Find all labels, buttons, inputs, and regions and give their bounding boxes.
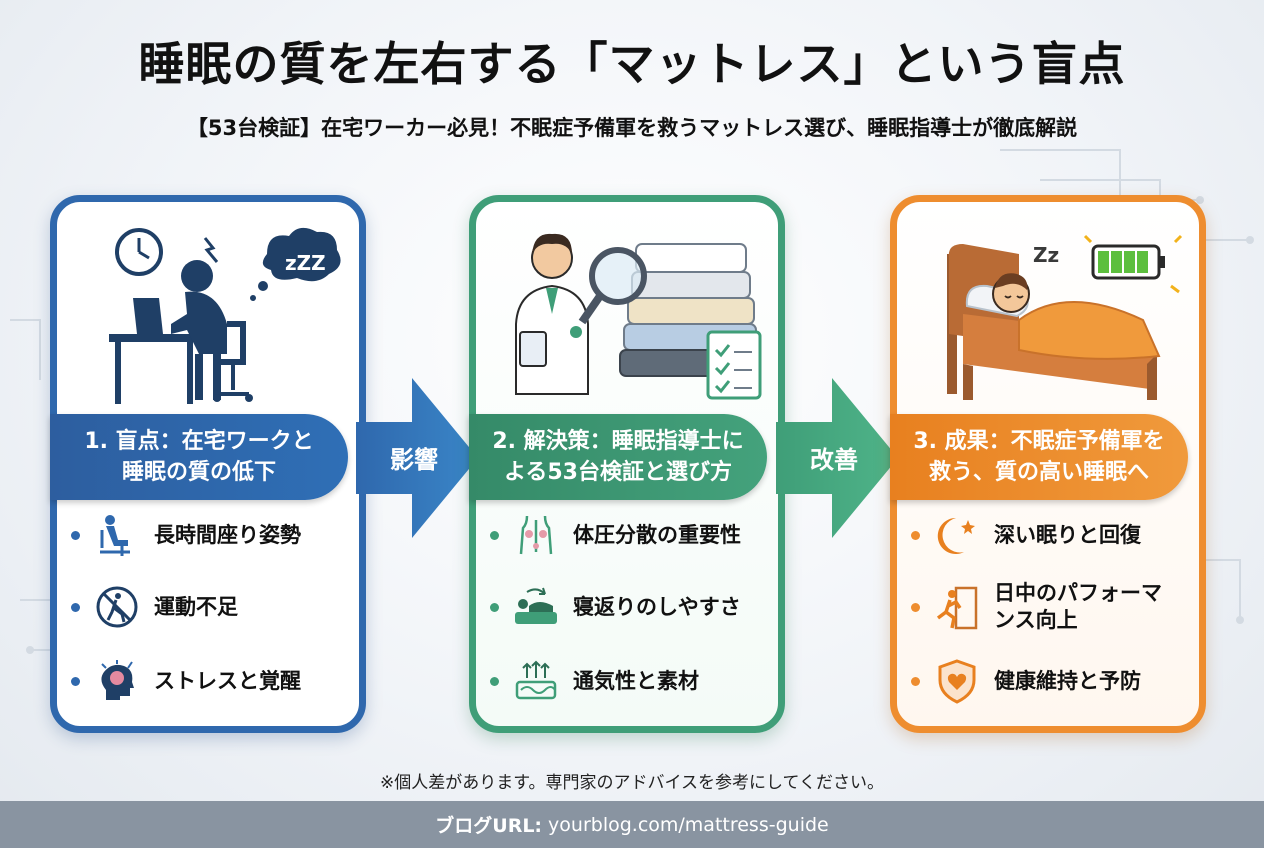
- sitting-posture-icon: [94, 512, 140, 558]
- heart-shield-icon: [934, 658, 980, 704]
- item-label: 健康維持と予防: [994, 668, 1141, 693]
- bullet: [490, 530, 499, 540]
- card-3-heading: 3. 成果：不眠症予備軍を 救う、質の高い睡眠へ: [913, 429, 1165, 485]
- svg-text:zZZ: zZZ: [285, 251, 326, 275]
- item-label: 長時間座り姿勢: [154, 522, 301, 547]
- footer-bar: ブログURL: yourblog.com/mattress-guide: [0, 801, 1264, 848]
- arrow-improvement-label: 改善: [810, 446, 858, 474]
- list-item: 通気性と素材: [490, 653, 770, 709]
- card-1-heading: 1. 盲点：在宅ワークと 睡眠の質の低下: [84, 429, 314, 485]
- card-3-heading-banner: 3. 成果：不眠症予備軍を 救う、質の高い睡眠へ: [890, 414, 1188, 500]
- card-blind-spot: zZZ 1. 盲点：在宅ワークと 睡眠の質の低下 長時間座り姿勢 運動不足: [50, 195, 366, 733]
- arrow-improvement: 改善: [776, 378, 904, 538]
- bullet: [911, 530, 920, 540]
- restful-sleep-illustration: Zz: [947, 234, 1183, 400]
- list-item: 体圧分散の重要性: [490, 507, 770, 563]
- card-2-heading: 2. 解決策：睡眠指導士に よる53台検証と選び方: [492, 429, 744, 485]
- card-2-heading-banner: 2. 解決策：睡眠指導士に よる53台検証と選び方: [469, 414, 767, 500]
- bullet: [911, 602, 920, 612]
- item-label: 運動不足: [154, 594, 238, 619]
- bullet: [911, 676, 920, 686]
- page-title: 睡眠の質を左右する「マットレス」という盲点: [138, 37, 1126, 91]
- sleep-advisor-mattress-illustration: [515, 233, 762, 400]
- bullet: [71, 602, 80, 612]
- list-item: 健康維持と予防: [911, 653, 1191, 709]
- list-item: 日中のパフォーマ ンス向上: [911, 579, 1191, 635]
- running-person-icon: [934, 584, 980, 630]
- item-label: 日中のパフォーマ ンス向上: [994, 581, 1162, 632]
- blog-url-link[interactable]: yourblog.com/mattress-guide: [548, 813, 829, 836]
- disclaimer-note: ※個人差があります。専門家のアドバイスを参考にしてください。: [379, 773, 884, 793]
- list-item: 運動不足: [71, 579, 351, 635]
- no-exercise-icon: [94, 584, 140, 630]
- arrow-impact: 影響: [356, 378, 484, 538]
- item-label: 体圧分散の重要性: [573, 522, 741, 547]
- turning-over-icon: [513, 584, 559, 630]
- list-item: 深い眠りと回復: [911, 507, 1191, 563]
- remote-worker-illustration: zZZ: [109, 227, 341, 404]
- body-pressure-icon: [513, 512, 559, 558]
- bullet: [71, 530, 80, 540]
- item-label: 寝返りのしやすさ: [573, 594, 741, 619]
- bullet: [490, 602, 499, 612]
- item-label: 通気性と素材: [573, 668, 699, 693]
- list-item: 長時間座り姿勢: [71, 507, 351, 563]
- footer-label: ブログURL:: [435, 815, 543, 837]
- list-item: 寝返りのしやすさ: [490, 579, 770, 635]
- svg-text:Zz: Zz: [1033, 243, 1059, 267]
- stress-brain-icon: [94, 658, 140, 704]
- card-1-heading-banner: 1. 盲点：在宅ワークと 睡眠の質の低下: [50, 414, 348, 500]
- bullet: [490, 676, 499, 686]
- page-subtitle: 【53台検証】在宅ワーカー必見！不眠症予備軍を救うマットレス選び、睡眠指導士が徹…: [186, 116, 1078, 140]
- list-item: ストレスと覚醒: [71, 653, 351, 709]
- moon-stars-icon: [934, 512, 980, 558]
- bullet: [71, 676, 80, 686]
- card-outcome: Zz 3. 成果：不眠症予備軍を 救う、質の高い睡眠へ 深い眠りと回復 日中のパ…: [890, 195, 1206, 733]
- item-label: 深い眠りと回復: [994, 522, 1141, 547]
- arrow-impact-label: 影響: [390, 446, 438, 474]
- card-solution: 2. 解決策：睡眠指導士に よる53台検証と選び方 体圧分散の重要性 寝返りのし…: [469, 195, 785, 733]
- ventilation-icon: [513, 658, 559, 704]
- item-label: ストレスと覚醒: [154, 668, 301, 693]
